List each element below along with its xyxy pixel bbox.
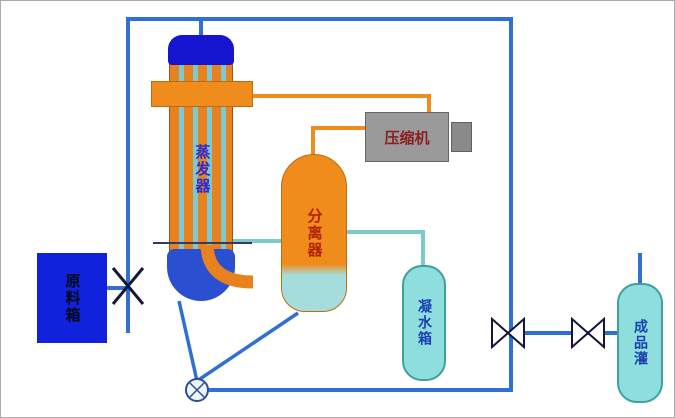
product-valve-1-icon	[491, 316, 525, 350]
compressor-motor-block	[451, 122, 472, 152]
separator-condensate-pipe	[346, 230, 425, 268]
product-tank-label: 成品灌	[632, 319, 648, 367]
separator-compressor-pipe	[311, 126, 365, 159]
product-tank: 成品灌	[617, 283, 663, 403]
product-valve-2-icon	[571, 316, 605, 350]
feed-valve-icon	[111, 267, 145, 305]
raw-material-tank-label: 原料箱	[63, 272, 82, 324]
compressor-label: 压缩机	[384, 128, 430, 147]
evaporator-steam-chest	[151, 81, 253, 107]
pump-evaporator-pipe	[177, 300, 199, 382]
evaporator-outlet-elbow	[200, 244, 254, 289]
compressor-evaporator-pipe	[252, 94, 431, 113]
raw-material-tank: 原料箱	[37, 253, 107, 343]
evaporator-top-head	[168, 35, 234, 65]
compressor-unit: 压缩机	[365, 112, 449, 162]
pump-separator-pipe	[196, 311, 299, 383]
condensate-tank-label: 凝水箱	[416, 299, 432, 347]
pump-impeller-icon	[189, 382, 205, 398]
condensate-tank: 凝水箱	[402, 265, 446, 381]
separator-label: 分离器	[305, 207, 324, 259]
main-blue-pipe	[126, 17, 513, 392]
evaporator-label: 蒸发器	[193, 143, 212, 195]
separator-vessel: 分离器	[281, 154, 347, 312]
evaporator-label-box: 蒸发器	[188, 113, 216, 225]
